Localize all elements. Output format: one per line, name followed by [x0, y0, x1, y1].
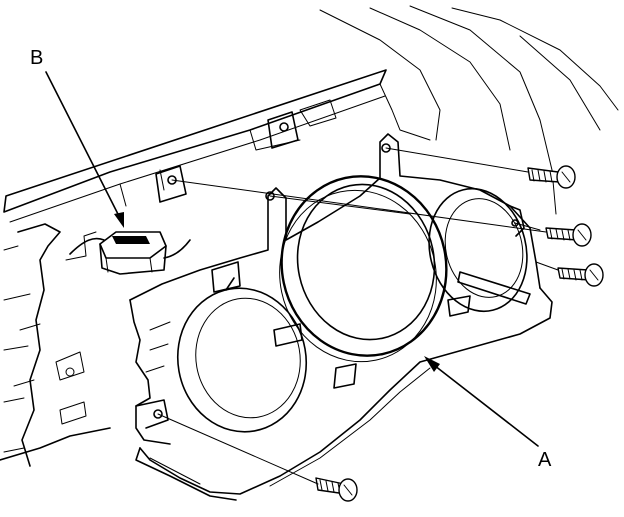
mounting-tab-center — [267, 111, 299, 149]
screw-leader-lines — [157, 147, 559, 485]
callout-b-leader — [45, 71, 124, 228]
screw-2 — [545, 223, 592, 247]
callout-label-a: A — [538, 449, 552, 471]
screw-1 — [527, 165, 576, 189]
dashboard-panel — [0, 5, 619, 467]
mounting-tab-left — [155, 165, 187, 203]
callout-a-leader — [424, 356, 539, 447]
connector-b — [69, 231, 191, 275]
screw-4 — [315, 477, 358, 502]
lower-trim-cover — [135, 287, 553, 501]
gauge-housing — [129, 133, 541, 445]
callout-label-b: B — [30, 47, 43, 69]
screw-3 — [557, 263, 604, 287]
